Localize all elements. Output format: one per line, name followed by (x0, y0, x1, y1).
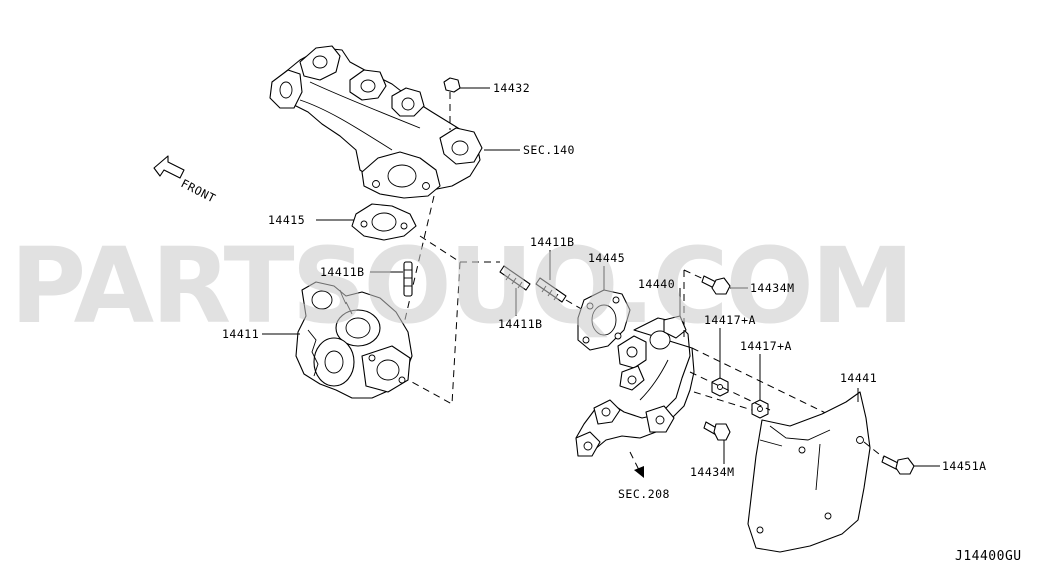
exhaust-manifold[interactable] (269, 45, 483, 199)
bolt-14451a[interactable] (881, 455, 915, 475)
label-sec-208[interactable]: SEC.208 (618, 487, 670, 501)
sec-208-arrow-icon (629, 451, 644, 478)
drawing-code: J14400GU (955, 549, 1022, 564)
exhaust-outlet-14440[interactable] (575, 315, 695, 457)
nut-14417a-right[interactable] (751, 399, 769, 419)
gasket-14415[interactable] (351, 203, 417, 241)
nut-14432[interactable] (443, 77, 461, 130)
label-14434m-bottom[interactable]: 14434M (690, 465, 735, 479)
label-14415[interactable]: 14415 (268, 213, 305, 227)
turbocharger-14411[interactable] (295, 281, 413, 399)
watermark: PARTSOUQ.COM (10, 225, 911, 347)
label-14411b-bottom[interactable]: 14411B (498, 317, 543, 331)
label-14417a-left[interactable]: 14417+A (704, 313, 756, 327)
label-14411b-left[interactable]: 14411B (320, 265, 365, 279)
bolt-14434m-top[interactable] (701, 275, 731, 295)
label-14411[interactable]: 14411 (222, 327, 259, 341)
gasket-14445[interactable] (577, 289, 631, 351)
label-14411b-top[interactable]: 14411B (530, 235, 575, 249)
label-14432[interactable]: 14432 (493, 81, 530, 95)
label-14445[interactable]: 14445 (588, 251, 625, 265)
front-arrow-icon (153, 155, 185, 179)
nut-14417a-left[interactable] (711, 377, 729, 397)
stud-14411b-top[interactable] (535, 277, 567, 303)
bolt-14434m-bottom[interactable] (703, 421, 731, 441)
stud-14411b-left[interactable] (403, 261, 413, 297)
stud-14411b-bottom[interactable] (499, 265, 531, 291)
label-14441[interactable]: 14441 (840, 371, 877, 385)
label-14440[interactable]: 14440 (638, 277, 675, 291)
front-label: FRONT (179, 176, 218, 205)
label-14451a[interactable]: 14451A (942, 459, 987, 473)
heat-shield-14441[interactable] (747, 391, 871, 553)
label-14434m-top[interactable]: 14434M (750, 281, 795, 295)
label-sec-140[interactable]: SEC.140 (523, 143, 575, 157)
label-14417a-right[interactable]: 14417+A (740, 339, 792, 353)
